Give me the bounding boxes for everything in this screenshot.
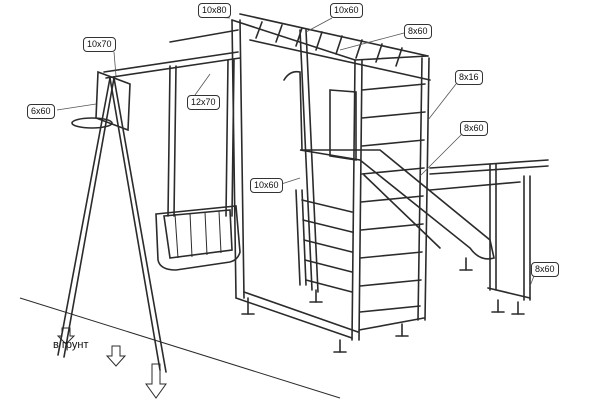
slide (283, 70, 495, 260)
label-ladder-rungs: 8x16 (455, 70, 483, 85)
label-top-bar-left: 10x80 (198, 3, 231, 18)
mounting-plate (95, 70, 131, 132)
parallel-bars (429, 159, 549, 301)
leader-lines (56, 16, 535, 287)
label-post-left: 6x60 (27, 104, 55, 119)
label-swing-hanger: 12x70 (187, 95, 220, 110)
label-ladder-side: 10x60 (250, 178, 283, 193)
label-crossbar-left: 10x70 (83, 37, 116, 52)
side-ladder (295, 189, 353, 293)
label-side-rail-top: 8x60 (404, 24, 432, 39)
ground-note: в грунт (53, 339, 89, 351)
main-frame (231, 13, 431, 341)
wall-ladder (359, 83, 426, 313)
ground-arrows (56, 327, 167, 399)
top-rungs (255, 21, 403, 67)
swing-crossbar (103, 29, 241, 79)
anchor-feet (241, 257, 525, 353)
swing (155, 59, 241, 271)
ground-line (19, 297, 341, 399)
label-bar-right: 8x60 (531, 262, 559, 277)
label-ladder-frame: 8x60 (460, 121, 488, 136)
label-top-bar-right: 10x60 (330, 3, 363, 18)
a-frame-support (57, 77, 167, 373)
